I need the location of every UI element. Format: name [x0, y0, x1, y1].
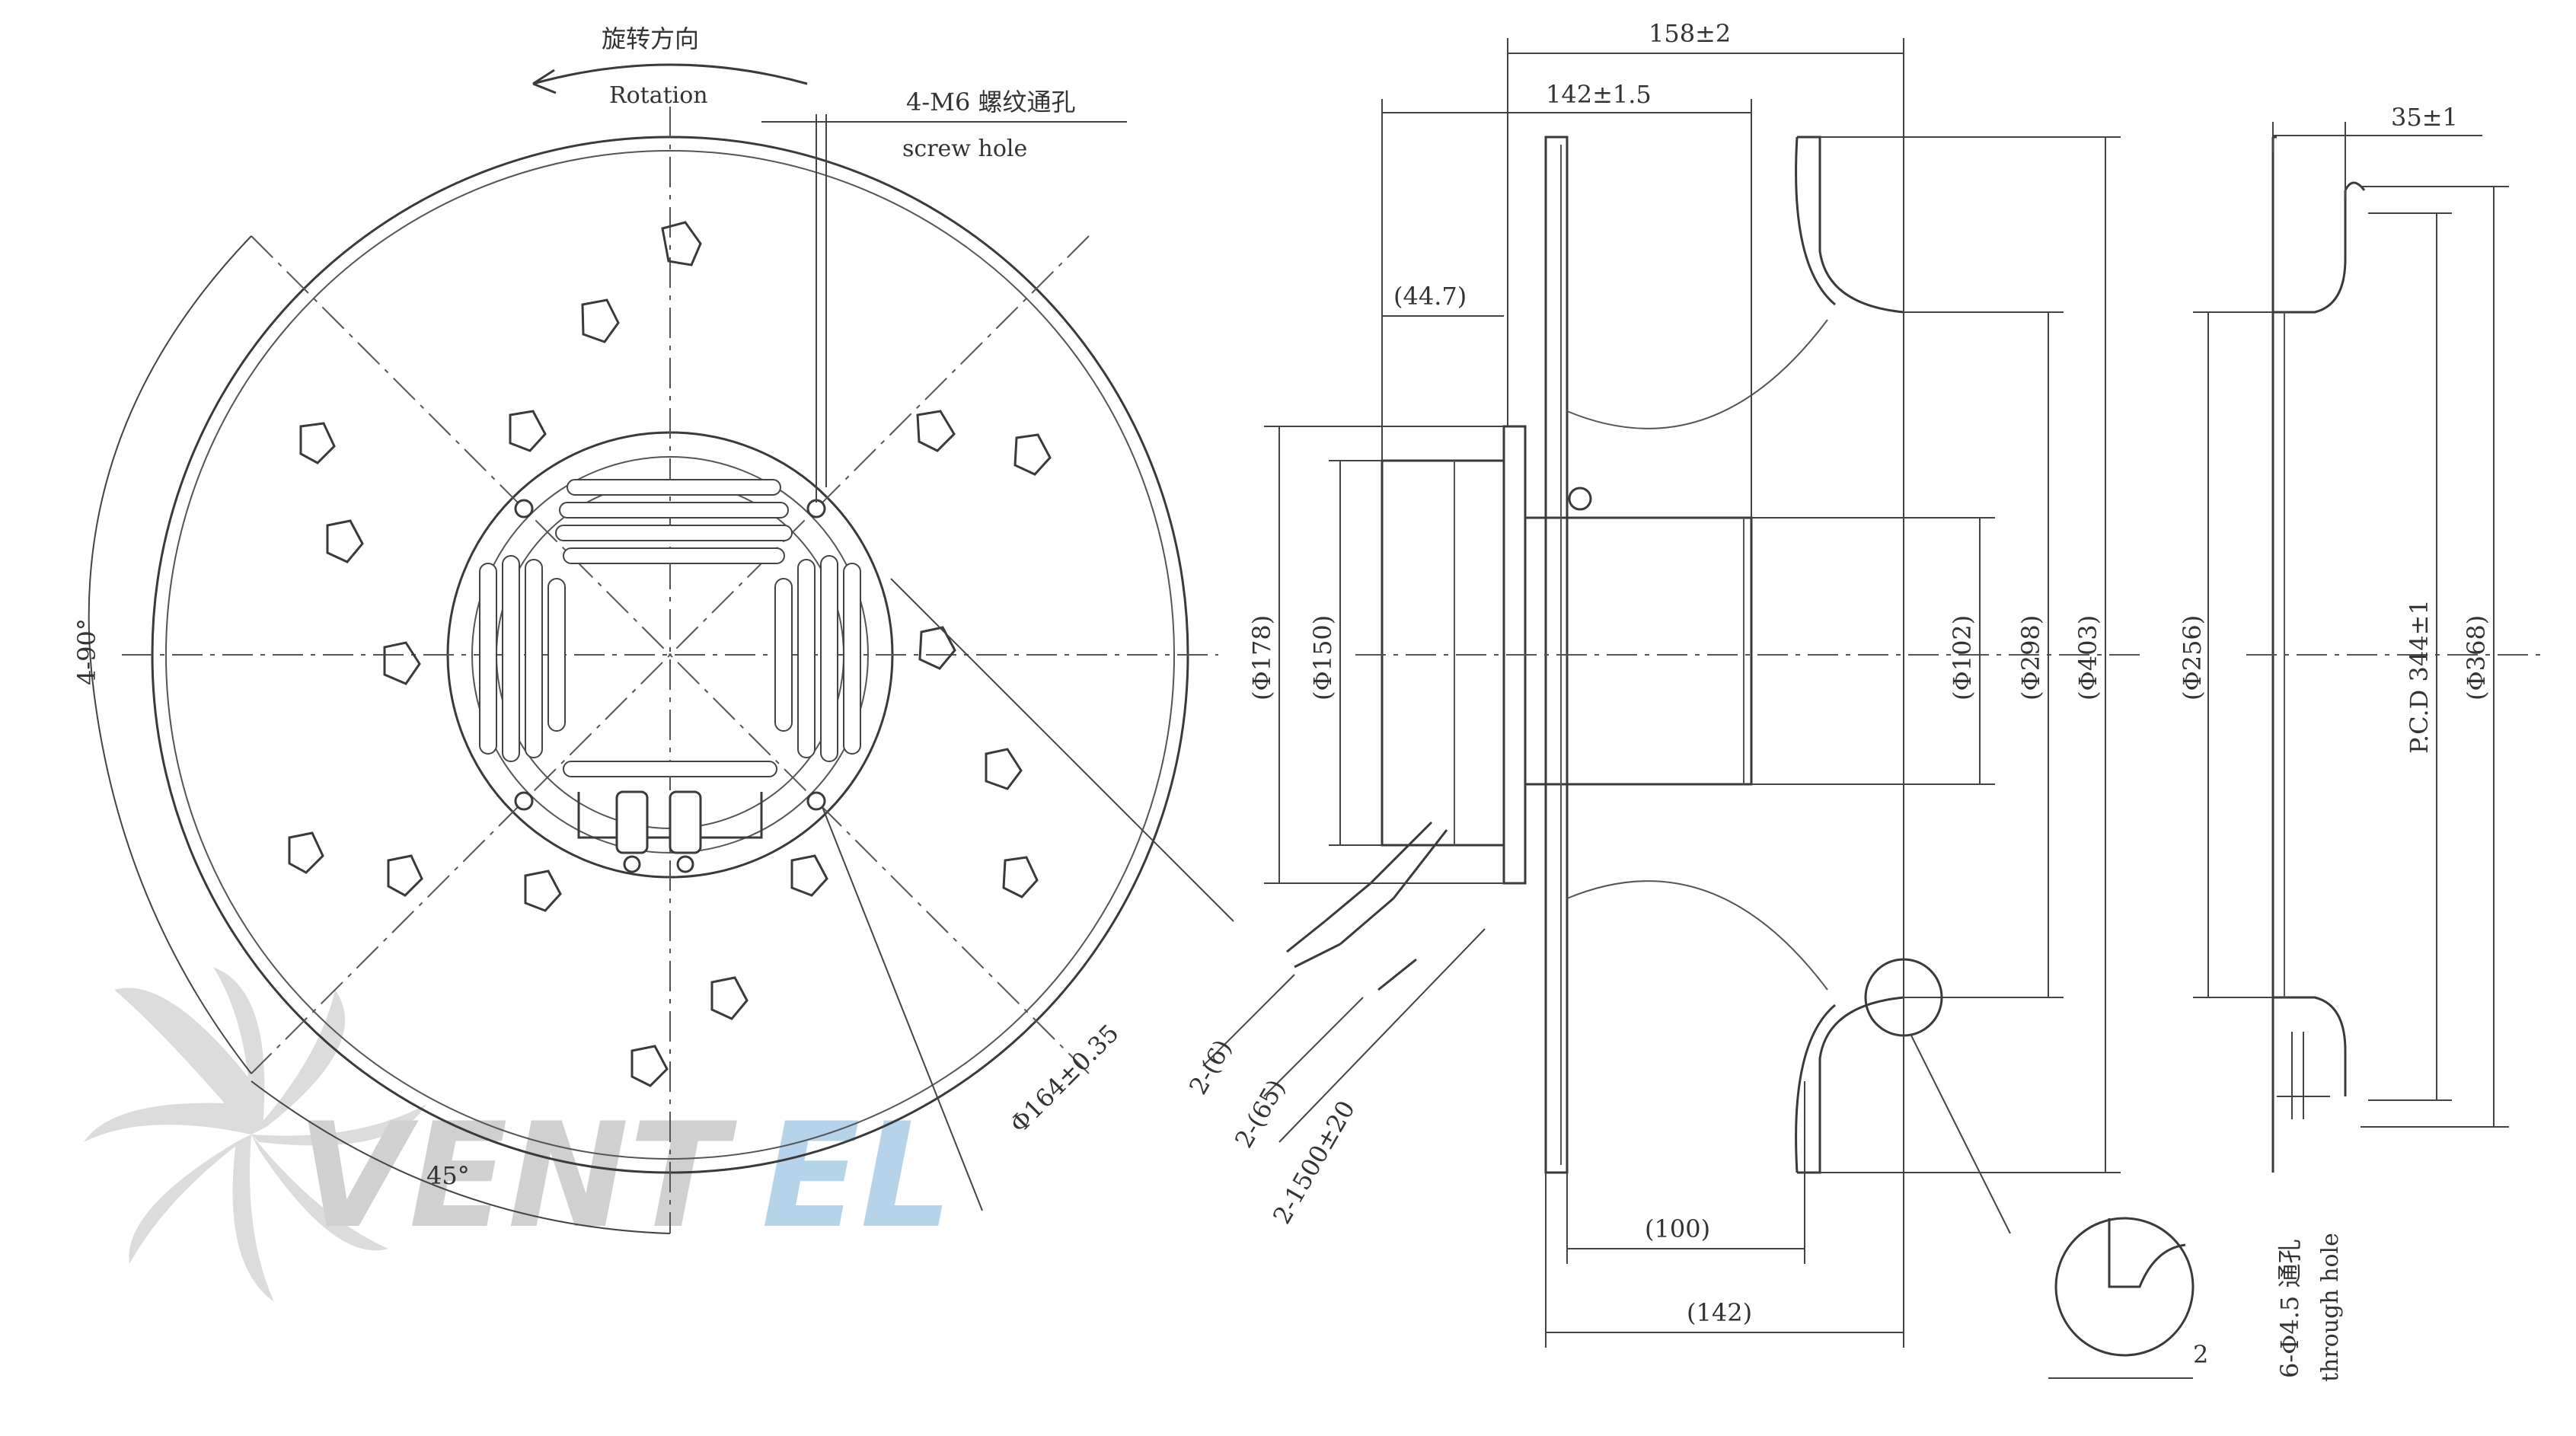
- rotation-arrow-icon: [532, 63, 808, 85]
- inlet-profile-top: [2271, 137, 2347, 314]
- dim-142tol-label: 142±1.5: [1546, 80, 1652, 109]
- cable-label-1: 2-(6): [1183, 1035, 1237, 1099]
- detail-leader: [1910, 1035, 2011, 1234]
- cable-end: [1286, 920, 1417, 991]
- shroud-bottom: [1797, 996, 1904, 1174]
- dim-142-label: (142): [1687, 1298, 1752, 1327]
- ventel-watermark: VENT EL: [84, 967, 953, 1302]
- impeller-windows: [288, 221, 1052, 1087]
- cooling-slots-top: [555, 479, 793, 564]
- shroud-top-inner: [1795, 136, 1836, 306]
- rotation-arrowhead: [532, 69, 557, 94]
- shroud-top: [1797, 136, 1904, 314]
- detail-view-circle: [2054, 1217, 2195, 1357]
- screw-hole-4: [806, 791, 826, 811]
- inlet-profile-top-outer: [2273, 136, 2366, 191]
- detail-marker-circle: [1864, 958, 1943, 1037]
- angle-45-arc: [251, 1080, 671, 1234]
- cable-glands: [577, 790, 763, 873]
- dim-256-label: (Φ256): [2178, 615, 2207, 700]
- side-view: 158±2 142±1.5 (44.7) (Φ178) (Φ150) (Φ102…: [1183, 19, 2208, 1379]
- bolt-circle-dim-line: [890, 578, 1234, 922]
- blade-top: [1566, 319, 1828, 429]
- angle-90-label: 4-90°: [72, 618, 101, 685]
- dim-368-label: (Φ368): [2462, 615, 2491, 700]
- dim-44-label: (44.7): [1393, 282, 1467, 311]
- dim-158-label: 158±2: [1649, 19, 1731, 48]
- cable-label-3: 2-1500±20: [1267, 1096, 1361, 1229]
- rotation-label-cn: 旋转方向: [602, 24, 699, 53]
- angle-90-arc: [88, 235, 252, 1074]
- boss-bolt: [1568, 487, 1592, 511]
- dim-100-label: (100): [1645, 1214, 1710, 1243]
- bolt-circle-label: Φ164±0.35: [1004, 1019, 1125, 1139]
- cooling-slots-left: [479, 555, 566, 762]
- motor-body: [1381, 459, 1505, 847]
- shroud-bottom-inner: [1795, 1004, 1836, 1173]
- dim-150-label: (Φ150): [1308, 615, 1337, 700]
- screw-hole-3: [514, 791, 534, 811]
- bolt-circle-ext: [822, 806, 983, 1211]
- watermark-text-grey: VENT: [297, 1092, 738, 1260]
- dim-298-label: (Φ298): [2016, 615, 2045, 700]
- outer-ring-inner: [165, 150, 1175, 1160]
- rotation-label-en: Rotation: [609, 82, 708, 109]
- dim-102-label: (Φ102): [1948, 615, 1977, 700]
- dim-35-label: 35±1: [2391, 103, 2458, 132]
- cable-label-2: 2-(65): [1229, 1074, 1291, 1153]
- cable-dim-3: [1278, 928, 1486, 1143]
- detail-view-profile: [2108, 1218, 2186, 1288]
- cable-dim-2: [1263, 997, 1364, 1097]
- screw-hole-label-en: screw hole: [902, 136, 1027, 162]
- through-hole-label-en: through hole: [2317, 1233, 2344, 1382]
- pcd-label: P.C.D 344±1: [2405, 599, 2434, 754]
- angle-45-label: 45°: [426, 1161, 470, 1190]
- screw-hole-1: [514, 499, 534, 519]
- inlet-view: 35±1 (Φ256) P.C.D 344±1 (Φ368) 6-Φ4.5 通孔…: [2178, 103, 2543, 1382]
- cooling-slots-right: [774, 555, 861, 762]
- fan-blade-logo-icon: [84, 967, 426, 1302]
- screw-hole-2: [806, 499, 826, 519]
- hub-profile: [1525, 516, 1753, 786]
- cable-dim-1: [1202, 974, 1295, 1067]
- detail-dim-label: 2: [2193, 1340, 2208, 1369]
- inlet-profile-bottom: [2271, 996, 2347, 1173]
- dim-403-label: (Φ403): [2073, 615, 2102, 700]
- watermark-text-blue: EL: [761, 1092, 953, 1260]
- cooling-slots-bottom: [563, 761, 777, 777]
- through-hole-label-cn: 6-Φ4.5 通孔: [2275, 1240, 2304, 1378]
- screw-hole-label-cn: 4-M6 螺纹通孔: [906, 88, 1075, 116]
- diag-centerline-2: [251, 235, 1090, 1074]
- dim-178-label: (Φ178): [1247, 615, 1276, 700]
- blade-bottom: [1566, 880, 1828, 991]
